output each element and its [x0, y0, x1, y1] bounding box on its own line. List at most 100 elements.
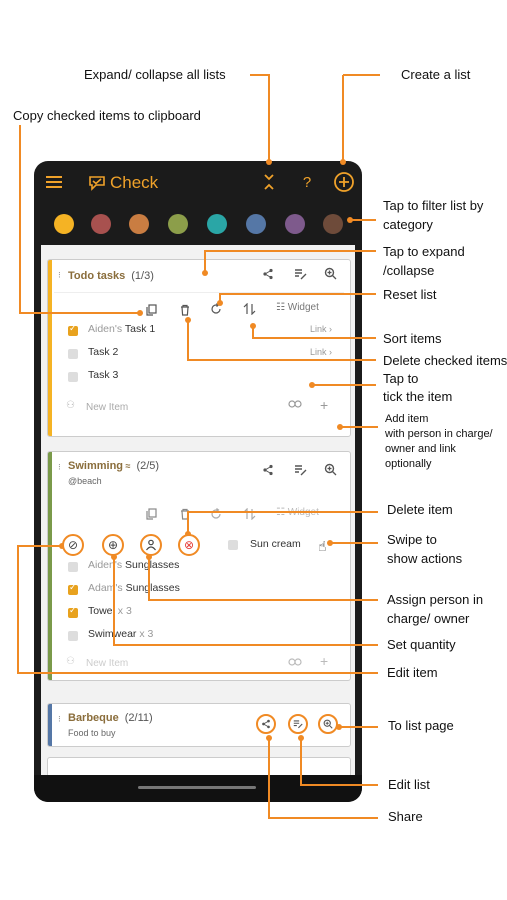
widget-button[interactable]: ☷ Widget [276, 302, 319, 313]
list-subtitle: @beach [68, 476, 102, 486]
lists-screen: ⁝ Todo tasks(1/3) [41, 245, 355, 775]
checkbox[interactable] [68, 631, 78, 641]
home-indicator[interactable] [138, 786, 256, 789]
sort-items-icon[interactable] [243, 507, 256, 523]
annotation-sort-items: Sort items [383, 331, 442, 346]
list-title[interactable]: Barbeque(2/11) [68, 712, 153, 724]
annotation-swipe-2: show actions [387, 551, 463, 566]
annotation-delete-checked: Delete checked items [383, 353, 507, 368]
zoom-list-icon[interactable] [318, 714, 338, 734]
category-dot[interactable] [129, 214, 149, 234]
new-item-input[interactable]: New Item [86, 402, 129, 413]
annotation-reset-list: Reset list [383, 287, 437, 302]
drag-handle-icon[interactable]: ⁝ [58, 462, 61, 472]
category-dot[interactable] [168, 214, 188, 234]
category-filter [34, 207, 362, 245]
list-card-todo: ⁝ Todo tasks(1/3) [47, 259, 351, 437]
add-person-icon[interactable]: ⚇ [66, 400, 75, 411]
checkbox[interactable] [68, 582, 78, 595]
widget-button[interactable]: ☷ Widget [276, 507, 319, 518]
annotation-add-item-1: Add item [385, 413, 429, 425]
item-link[interactable]: Link › [309, 324, 332, 334]
delete-checked-icon[interactable] [180, 508, 190, 523]
annotation-create-list: Create a list [401, 67, 471, 82]
annotation-delete-item: Delete item [387, 502, 453, 517]
annotation-tap-expand-2: /collapse [383, 263, 435, 278]
link-icon[interactable] [288, 400, 302, 411]
reset-list-icon[interactable] [210, 303, 222, 318]
list-item[interactable]: Task 3 [68, 368, 338, 388]
checkbox[interactable] [68, 372, 78, 382]
share-icon[interactable] [262, 268, 274, 283]
app-top-bar: Check ? [34, 161, 362, 207]
link-icon[interactable] [288, 657, 302, 669]
annotation-filter-category-2: category [383, 217, 433, 232]
annotation-add-item-2: with person in charge/ [385, 428, 493, 440]
list-count: (2/5) [136, 460, 160, 472]
item-link[interactable]: Link › [309, 347, 332, 357]
list-item[interactable]: Aiden's Sunglasses [68, 558, 338, 578]
annotation-to-list-page: To list page [388, 718, 454, 733]
expand-collapse-all-icon[interactable] [262, 173, 276, 195]
item-text: Adam's Sunglasses [88, 582, 180, 594]
checkbox[interactable] [68, 562, 78, 572]
list-item[interactable]: Adam's Sunglasses [68, 581, 338, 601]
phone-frame: Check ? ⁝ Todo tasks(1/3) [34, 161, 362, 802]
list-item[interactable]: Towel x 3 [68, 604, 338, 624]
add-item-icon[interactable]: + [320, 653, 329, 669]
share-icon[interactable] [262, 464, 274, 479]
list-title[interactable]: Swimming ≈(2/5) [68, 460, 160, 472]
zoom-list-icon[interactable] [324, 463, 337, 479]
category-dot[interactable] [246, 214, 266, 234]
set-quantity-button[interactable]: ⊕ [102, 534, 124, 556]
edit-list-icon[interactable] [294, 268, 307, 283]
add-item-icon[interactable]: + [320, 397, 329, 413]
category-dot[interactable] [285, 214, 305, 234]
zoom-list-icon[interactable] [324, 267, 337, 283]
drag-handle-icon[interactable]: ⁝ [58, 270, 61, 280]
annotation-copy-checked: Copy checked items to clipboard [13, 108, 201, 123]
category-dot[interactable] [91, 214, 111, 234]
delete-checked-icon[interactable] [180, 304, 190, 319]
list-card-partial [47, 757, 351, 775]
create-list-icon[interactable] [333, 171, 355, 193]
category-dot[interactable] [54, 214, 74, 234]
menu-icon[interactable] [46, 176, 62, 188]
list-item[interactable]: Task 2 Link › [68, 345, 338, 365]
annotation-tick-item-2: tick the item [383, 389, 453, 404]
list-item[interactable]: Swimwear x 3 [68, 627, 338, 647]
help-icon[interactable]: ? [302, 174, 312, 191]
reset-list-icon[interactable] [210, 508, 222, 523]
checkbox[interactable] [228, 540, 238, 550]
swimmer-icon: ≈ [123, 461, 131, 471]
list-item[interactable]: Aiden's Task 1 Link › [68, 322, 338, 342]
list-title[interactable]: Todo tasks(1/3) [68, 270, 154, 282]
annotation-expand-collapse-all: Expand/ collapse all lists [84, 67, 226, 82]
checkbox[interactable] [68, 323, 78, 336]
edit-list-icon[interactable] [294, 464, 307, 479]
assign-person-button[interactable] [140, 534, 162, 556]
checkbox[interactable] [68, 349, 78, 359]
category-dot[interactable] [323, 214, 343, 234]
add-person-icon[interactable]: ⚇ [66, 656, 75, 667]
new-item-input[interactable]: New Item [86, 658, 129, 669]
copy-checked-icon[interactable] [146, 304, 157, 319]
drag-handle-icon[interactable]: ⁝ [58, 714, 61, 724]
annotation-swipe-1: Swipe to [387, 532, 437, 547]
swiped-list-item[interactable]: Sun cream ☝ [228, 534, 348, 556]
item-text: Aiden's Sunglasses [88, 559, 180, 571]
swipe-hand-icon: ☝ [318, 538, 327, 554]
copy-checked-icon[interactable] [146, 508, 157, 523]
separator [54, 292, 344, 293]
delete-item-button[interactable]: ⊗ [178, 534, 200, 556]
list-card-swimming: ⁝ Swimming ≈(2/5) @beach [47, 451, 351, 681]
share-icon[interactable] [256, 714, 276, 734]
item-text: Task 3 [88, 369, 119, 381]
item-text: Aiden's Task 1 [88, 323, 156, 335]
checkbox[interactable] [68, 605, 78, 618]
edit-item-button[interactable]: ⊘ [62, 534, 84, 556]
list-count: (1/3) [131, 270, 154, 282]
category-dot[interactable] [207, 214, 227, 234]
edit-list-icon[interactable] [288, 714, 308, 734]
sort-items-icon[interactable] [243, 302, 256, 318]
